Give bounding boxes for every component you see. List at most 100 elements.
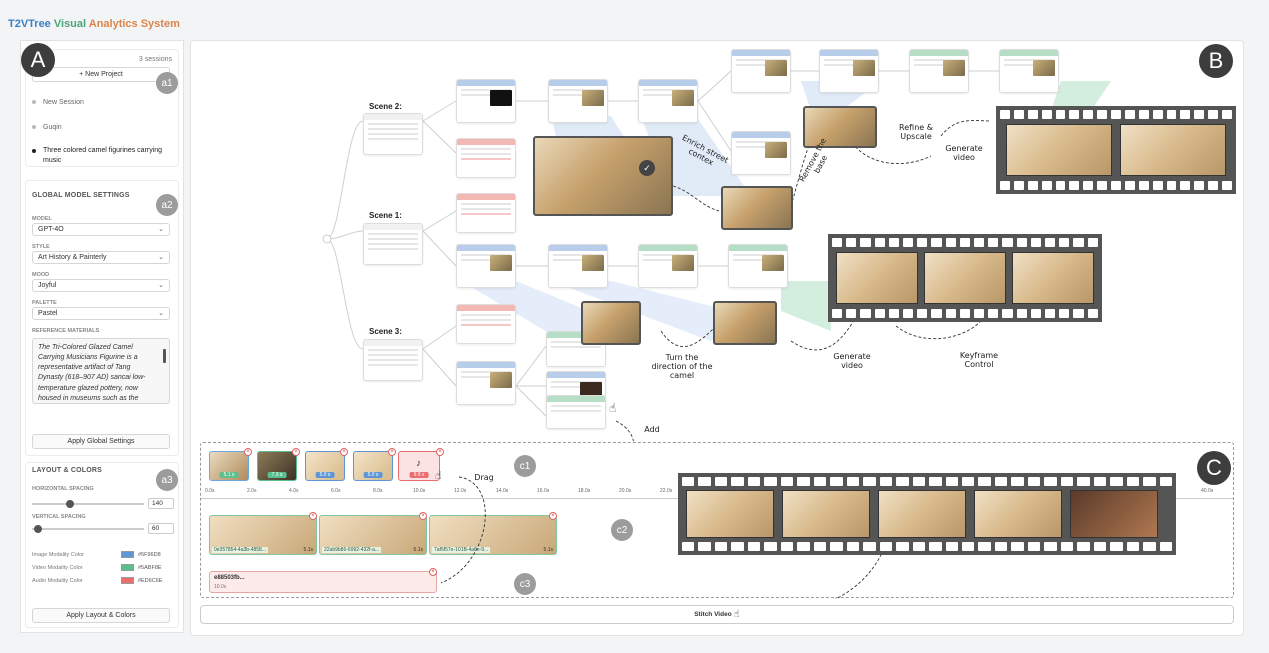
video-node[interactable] <box>728 244 788 288</box>
image-node[interactable] <box>548 79 608 123</box>
image-node[interactable] <box>456 244 516 288</box>
clip-id: 0e357854-4a3b-4858... <box>212 547 268 553</box>
node-thumbnail <box>672 255 694 271</box>
session-item-1[interactable]: New Session <box>32 99 84 106</box>
image-node[interactable] <box>548 244 608 288</box>
chevron-down-icon: ⌄ <box>158 310 164 317</box>
image-node[interactable] <box>638 79 698 123</box>
app-title-part3: Analytics System <box>88 18 180 30</box>
node-line <box>733 259 783 261</box>
node-thumbnail <box>943 60 965 76</box>
text-node[interactable] <box>363 223 423 265</box>
annotation-turn: Turn the direction of the camel <box>651 353 713 381</box>
h-spacing-slider[interactable] <box>32 500 144 508</box>
session-dot <box>32 100 36 105</box>
style-select[interactable]: Art History & Painterly⌄ <box>32 251 170 264</box>
film-strip-timeline <box>678 473 1176 555</box>
apply-layout-colors-button[interactable]: Apply Layout & Colors <box>32 608 170 623</box>
image-color-label: Image Modality Color <box>32 552 84 558</box>
v-spacing-slider[interactable] <box>32 525 144 533</box>
image-grid-preview[interactable]: ✓ <box>533 136 673 216</box>
video-node[interactable] <box>999 49 1059 93</box>
image-preview[interactable] <box>713 301 777 345</box>
image-color-swatch[interactable] <box>121 551 134 558</box>
clip-thumb-1[interactable]: 5.1 s <box>209 451 249 481</box>
reference-textarea[interactable]: The Tri-Colored Glazed Camel Carrying Mu… <box>32 338 170 404</box>
close-icon[interactable]: × <box>429 568 437 576</box>
stitch-video-button[interactable]: Stitch Video☝ <box>200 605 1234 624</box>
clip-thumb-2[interactable]: 7.3 s <box>257 451 297 481</box>
audio-color-swatch[interactable] <box>121 577 134 584</box>
node-line <box>368 138 418 140</box>
image-node[interactable] <box>456 361 516 405</box>
edge <box>326 120 364 240</box>
audio-node[interactable] <box>456 193 516 233</box>
close-icon[interactable]: × <box>388 448 396 456</box>
node-line <box>553 89 603 91</box>
clip-thumb-3[interactable]: 5.0 s <box>305 451 345 481</box>
root-node[interactable] <box>322 234 332 244</box>
video-frame <box>686 490 774 538</box>
session-item-2[interactable]: Guqin <box>32 124 62 131</box>
node-line <box>461 213 511 215</box>
palette-select[interactable]: Pastel⌄ <box>32 307 170 320</box>
scene-2-title: Scene 2: <box>369 102 402 111</box>
node-header <box>364 114 422 120</box>
node-header <box>1000 50 1058 56</box>
text-node[interactable] <box>363 339 423 381</box>
edge <box>515 345 547 417</box>
clip-duration: 5.1 s <box>219 472 239 478</box>
close-icon[interactable]: × <box>309 512 317 520</box>
text-node[interactable] <box>363 113 423 155</box>
clip-thumb-4[interactable]: 5.0 s <box>353 451 393 481</box>
new-project-button[interactable]: + New Project <box>32 67 170 82</box>
video-node[interactable] <box>909 49 969 93</box>
audio-node[interactable] <box>456 138 516 178</box>
close-icon[interactable]: × <box>549 512 557 520</box>
image-node[interactable] <box>456 79 516 123</box>
close-icon[interactable]: × <box>419 512 427 520</box>
session-item-3[interactable]: Three colored camel figurines carrying m… <box>32 146 172 166</box>
apply-global-settings-button[interactable]: Apply Global Settings <box>32 434 170 449</box>
image-node[interactable] <box>731 131 791 175</box>
clip-thumb-audio[interactable]: ♪9.9 s <box>398 451 440 481</box>
node-line <box>368 359 418 361</box>
audio-node[interactable] <box>456 304 516 344</box>
node-header <box>820 50 878 56</box>
model-label: MODEL <box>32 216 52 222</box>
image-preview[interactable] <box>803 106 877 148</box>
video-node[interactable] <box>638 244 698 288</box>
h-spacing-input[interactable]: 140 <box>148 498 174 509</box>
badge-a2: a2 <box>156 194 178 216</box>
video-clip-2[interactable]: 22ab9b86-6992-432f-a...5.1s <box>319 515 427 555</box>
scrollbar-thumb[interactable] <box>163 349 166 363</box>
image-color-hex: #5F96D8 <box>138 552 161 558</box>
close-icon[interactable]: × <box>436 448 444 456</box>
model-value: GPT-4O <box>38 226 64 233</box>
close-icon[interactable]: × <box>292 448 300 456</box>
video-clip-3[interactable]: 7af6f57e-101B-4a6e-9...5.1s <box>429 515 557 555</box>
node-line <box>914 59 964 61</box>
image-node[interactable] <box>819 49 879 93</box>
video-color-swatch[interactable] <box>121 564 134 571</box>
timeline-panel[interactable]: C c1 c2 c3 5.1 s 7.3 s 5.0 s 5.0 s ♪9.9 … <box>200 442 1234 599</box>
close-icon[interactable]: × <box>244 448 252 456</box>
node-line <box>461 208 511 210</box>
node-line <box>461 148 511 150</box>
badge-c: C <box>1197 451 1231 485</box>
model-select[interactable]: GPT-4O⌄ <box>32 223 170 236</box>
slider-knob[interactable] <box>34 525 43 533</box>
image-preview[interactable] <box>581 301 641 345</box>
v-spacing-input[interactable]: 60 <box>148 523 174 534</box>
left-panel: A 3 sessions + New Project a1 New Sessio… <box>20 40 184 633</box>
node-header <box>457 245 515 251</box>
close-icon[interactable]: × <box>340 448 348 456</box>
mood-select[interactable]: Joyful⌄ <box>32 279 170 292</box>
audio-clip[interactable]: e88503fb... 10.0s <box>209 571 437 593</box>
video-clip-1[interactable]: 0e357854-4a3b-4858...5.1s <box>209 515 317 555</box>
dashed-arrow <box>672 185 720 212</box>
video-node[interactable] <box>546 395 606 429</box>
slider-knob[interactable] <box>66 500 75 508</box>
image-preview[interactable] <box>721 186 793 230</box>
image-node[interactable] <box>731 49 791 93</box>
